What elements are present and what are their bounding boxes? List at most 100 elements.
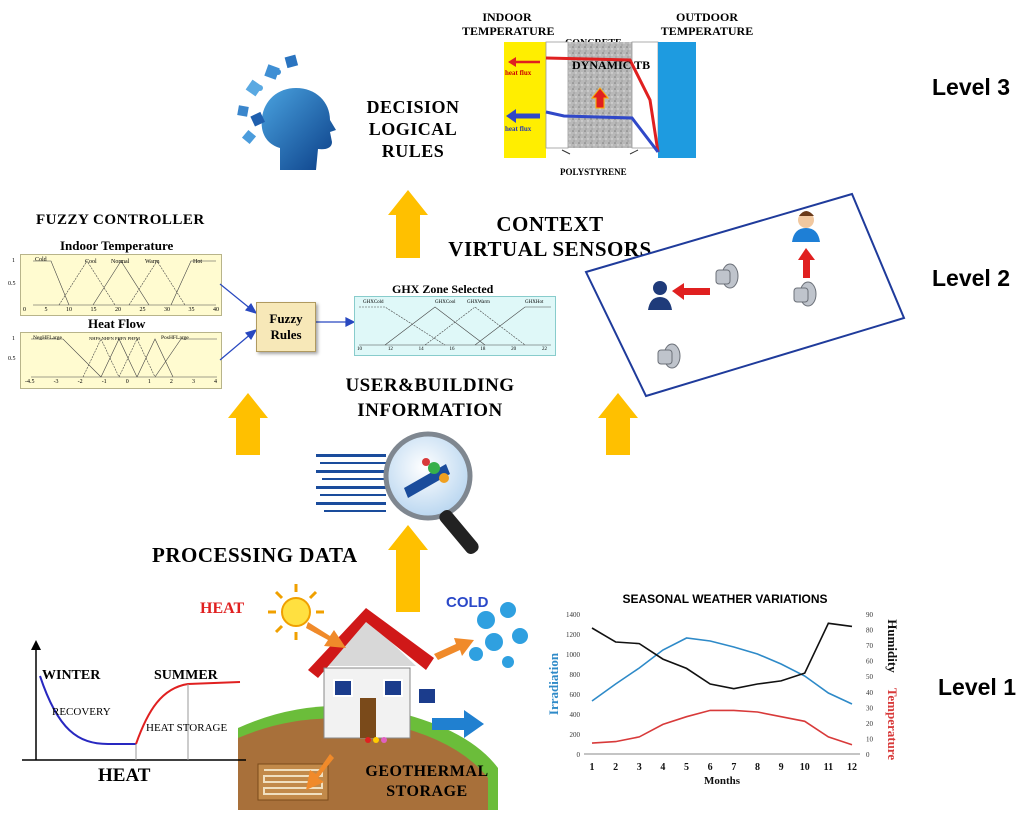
right-tick-label: 80 [866, 627, 874, 635]
x-tick-label: 3 [637, 762, 642, 773]
heat-axis-label: HEAT [98, 765, 151, 786]
right-axis-label-humidity: Humidity [885, 619, 900, 673]
right-tick-label: 30 [866, 704, 874, 712]
wall-section-diagram [504, 41, 696, 158]
left-tick-label: 200 [570, 731, 581, 739]
x-tick-label: 1 [590, 762, 595, 773]
ghx-zone-panel: GHXCold GHXCool GHXWarm GHXHot 10 12 14 … [354, 296, 556, 356]
information-label: INFORMATION [357, 400, 503, 421]
right-tick-label: 60 [866, 658, 874, 666]
summer-label: SUMMER [154, 668, 218, 683]
sensor-icon-1 [715, 263, 739, 289]
left-tick-label: 1400 [566, 611, 581, 619]
flow-tick: 0 [125, 379, 129, 385]
level-3-label: Level 3 [932, 74, 1010, 100]
fuzzy-controller-title: FUZZY CONTROLLER [36, 212, 205, 228]
arrow-up-level3 [388, 190, 428, 258]
outdoor-label: OUTDOOR [675, 10, 738, 24]
left-axis-label: Irradiation [548, 652, 561, 715]
sensor-icon-2 [793, 281, 817, 307]
heat-flow-panel: NegHFLarge NHFS NHFN PHFN PHFM PosHFLarg… [20, 332, 222, 389]
ghx-set-cold: GHXCold [363, 300, 384, 305]
temp-tick: 20 [115, 307, 121, 313]
ghx-tick: 18 [480, 347, 486, 352]
x-tick-label: 9 [779, 762, 784, 773]
indoor-label: INDOOR [482, 10, 532, 24]
flow-set-middle: NHFS NHFN PHFN PHFM [89, 336, 140, 341]
ghx-set-hot: GHXHot [525, 300, 544, 305]
right-tick-label: 0 [866, 751, 870, 759]
temp-tick: 5 [44, 307, 48, 313]
right-tick-label: 20 [866, 720, 874, 728]
y-tick: 0.5 [8, 356, 16, 362]
right-axis-label-temperature: Temperature [885, 688, 900, 760]
right-tick-label: 70 [866, 642, 874, 650]
flow-tick: 4 [214, 379, 217, 385]
heat-label: HEAT [200, 600, 245, 617]
virtual-sensors-box [584, 192, 906, 398]
x-tick-label: 7 [731, 762, 736, 773]
left-tick-label: 1000 [566, 651, 581, 659]
level-1-label: Level 1 [938, 674, 1016, 700]
dynamic-tb-label: DYNAMIC TB [572, 58, 651, 72]
user-icon-2 [648, 281, 672, 310]
x-tick-label: 8 [755, 762, 760, 773]
temp-set-cold: Cold [35, 257, 47, 263]
sensor-icon-3 [657, 343, 681, 369]
flow-tick: -1 [101, 379, 107, 385]
temp-set-normal: Normal [111, 259, 130, 265]
heat-flux-label-bottom: heat flux [505, 125, 532, 133]
x-axis-label: Months [704, 775, 741, 787]
ghx-tick: 20 [511, 347, 517, 352]
x-tick-label: 10 [800, 762, 810, 773]
right-tick-label: 90 [866, 611, 874, 619]
heat-flux-label-top: heat flux [505, 69, 532, 77]
x-tick-label: 5 [684, 762, 689, 773]
temp-tick: 0 [23, 307, 26, 313]
flow-set-pos-large: PosHFLarge [161, 335, 189, 341]
left-tick-label: 0 [577, 751, 581, 759]
y-tick: 1 [12, 258, 15, 264]
temp-tick: 10 [66, 307, 72, 313]
snowflake-icons [469, 602, 528, 668]
ghx-set-cool: GHXCool [435, 300, 456, 305]
arrow-up-sensors [598, 393, 638, 455]
fuzzy-rules-label: Fuzzy Rules [269, 311, 303, 342]
ghx-set-warm: GHXWarm [467, 300, 490, 305]
x-tick-label: 11 [824, 762, 833, 773]
logical-rules-label: LOGICAL RULES [368, 119, 458, 161]
heat-flow-title: Heat Flow [88, 316, 146, 331]
indoor-temperature-label: TEMPERATURE [462, 24, 555, 38]
heat-curve-diagram [22, 640, 246, 761]
temp-tick: 40 [213, 307, 219, 313]
ghx-zone-title: GHX Zone Selected [392, 282, 494, 296]
context-label: CONTEXT [496, 212, 604, 236]
arrow-up-fuzzy [228, 393, 268, 455]
cold-label: COLD [446, 594, 489, 611]
weather-chart: 0200400600800100012001400010203040506070… [548, 611, 900, 787]
level-2-label: Level 2 [932, 265, 1010, 291]
y-tick: 0.5 [8, 281, 16, 287]
left-tick-label: 600 [570, 691, 581, 699]
storage-label: STORAGE [386, 783, 468, 800]
flow-tick: -2 [77, 379, 83, 385]
arrow-up-processing [388, 525, 428, 612]
geothermal-label: GEOTHERMAL [365, 763, 489, 780]
right-tick-label: 40 [866, 689, 874, 697]
flow-tick: -3 [53, 379, 59, 385]
series-line-irradiation [591, 637, 853, 705]
processing-data-label: PROCESSING DATA [152, 543, 358, 567]
left-tick-label: 400 [570, 711, 581, 719]
left-tick-label: 1200 [566, 631, 581, 639]
polystyrene-label: POLYSTYRENE [560, 167, 627, 177]
left-tick-label: 800 [570, 671, 581, 679]
x-tick-label: 12 [847, 762, 857, 773]
user-building-label: USER&BUILDING [345, 375, 515, 396]
decision-label: DECISION [366, 97, 460, 117]
ghx-tick: 12 [387, 347, 393, 352]
flow-tick: 2 [169, 379, 173, 385]
temp-set-warm: Warm [145, 259, 160, 265]
indoor-temperature-panel: Cold Cool Normal Warm Hot 0 5 10 15 20 2… [20, 254, 222, 316]
series-line-temperature [591, 709, 853, 746]
